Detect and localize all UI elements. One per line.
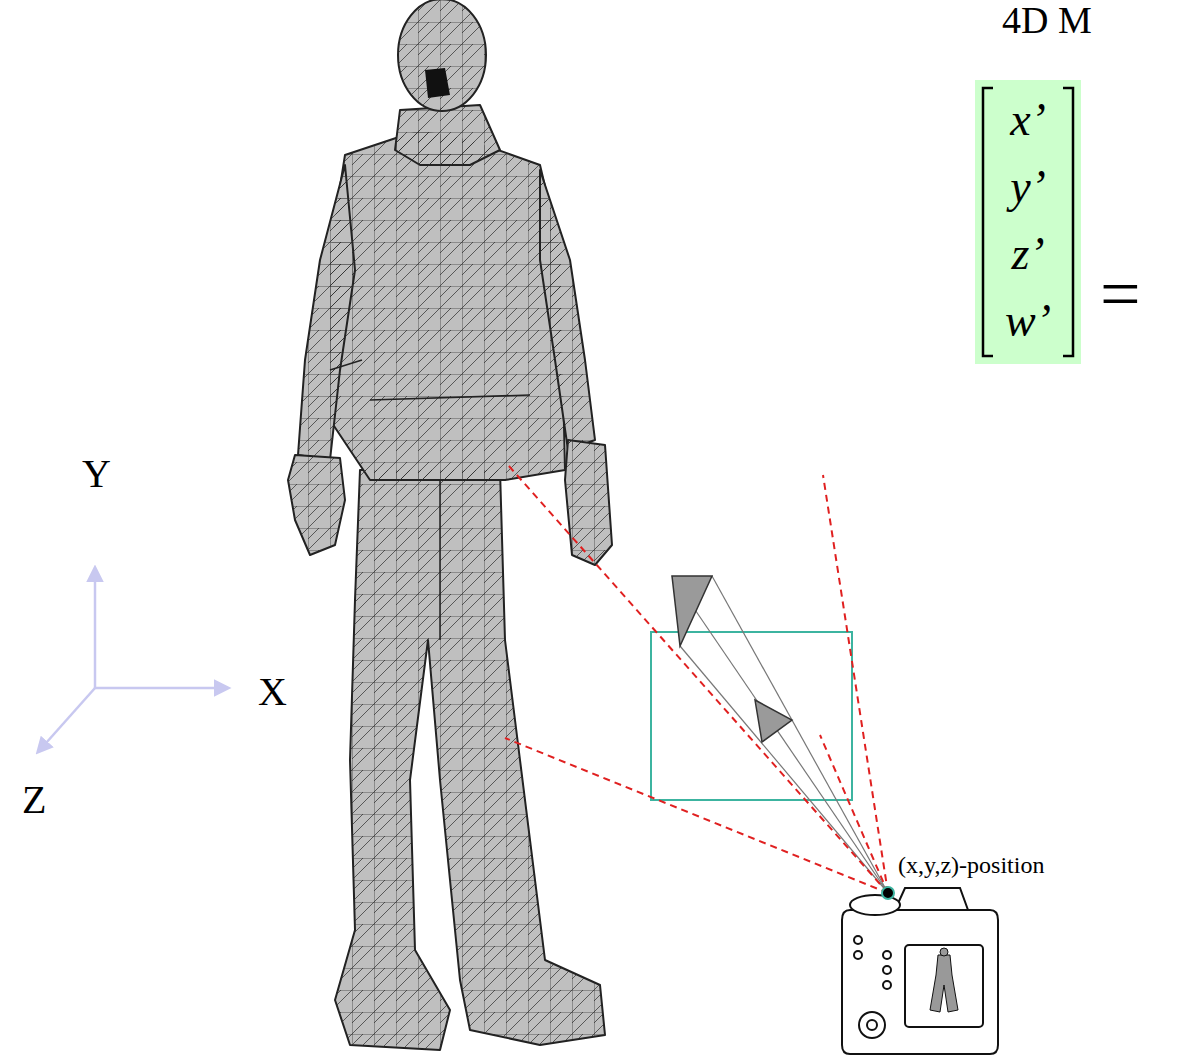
axes bbox=[38, 568, 228, 752]
equals-sign: = bbox=[1100, 255, 1141, 334]
triangles bbox=[672, 576, 792, 742]
axis-label: Y bbox=[82, 452, 111, 496]
axis-label: X bbox=[258, 670, 287, 714]
position-label: (x,y,z)-position bbox=[898, 852, 1044, 878]
camera-position-dot bbox=[882, 887, 894, 899]
vector-component: z’ bbox=[1005, 220, 1051, 287]
view-frustum bbox=[505, 465, 888, 893]
heading-text: 4D M bbox=[1002, 0, 1092, 42]
projection-rays bbox=[672, 576, 888, 893]
wireframe-character bbox=[288, 0, 612, 1050]
matrix-vector-box: x’y’z’w’ bbox=[975, 80, 1081, 364]
camera bbox=[842, 888, 998, 1054]
axis-label: Z bbox=[22, 778, 46, 822]
vector-component: x’ bbox=[1005, 86, 1051, 153]
vector-component: y’ bbox=[1005, 153, 1051, 220]
vector-component: w’ bbox=[1005, 287, 1051, 354]
